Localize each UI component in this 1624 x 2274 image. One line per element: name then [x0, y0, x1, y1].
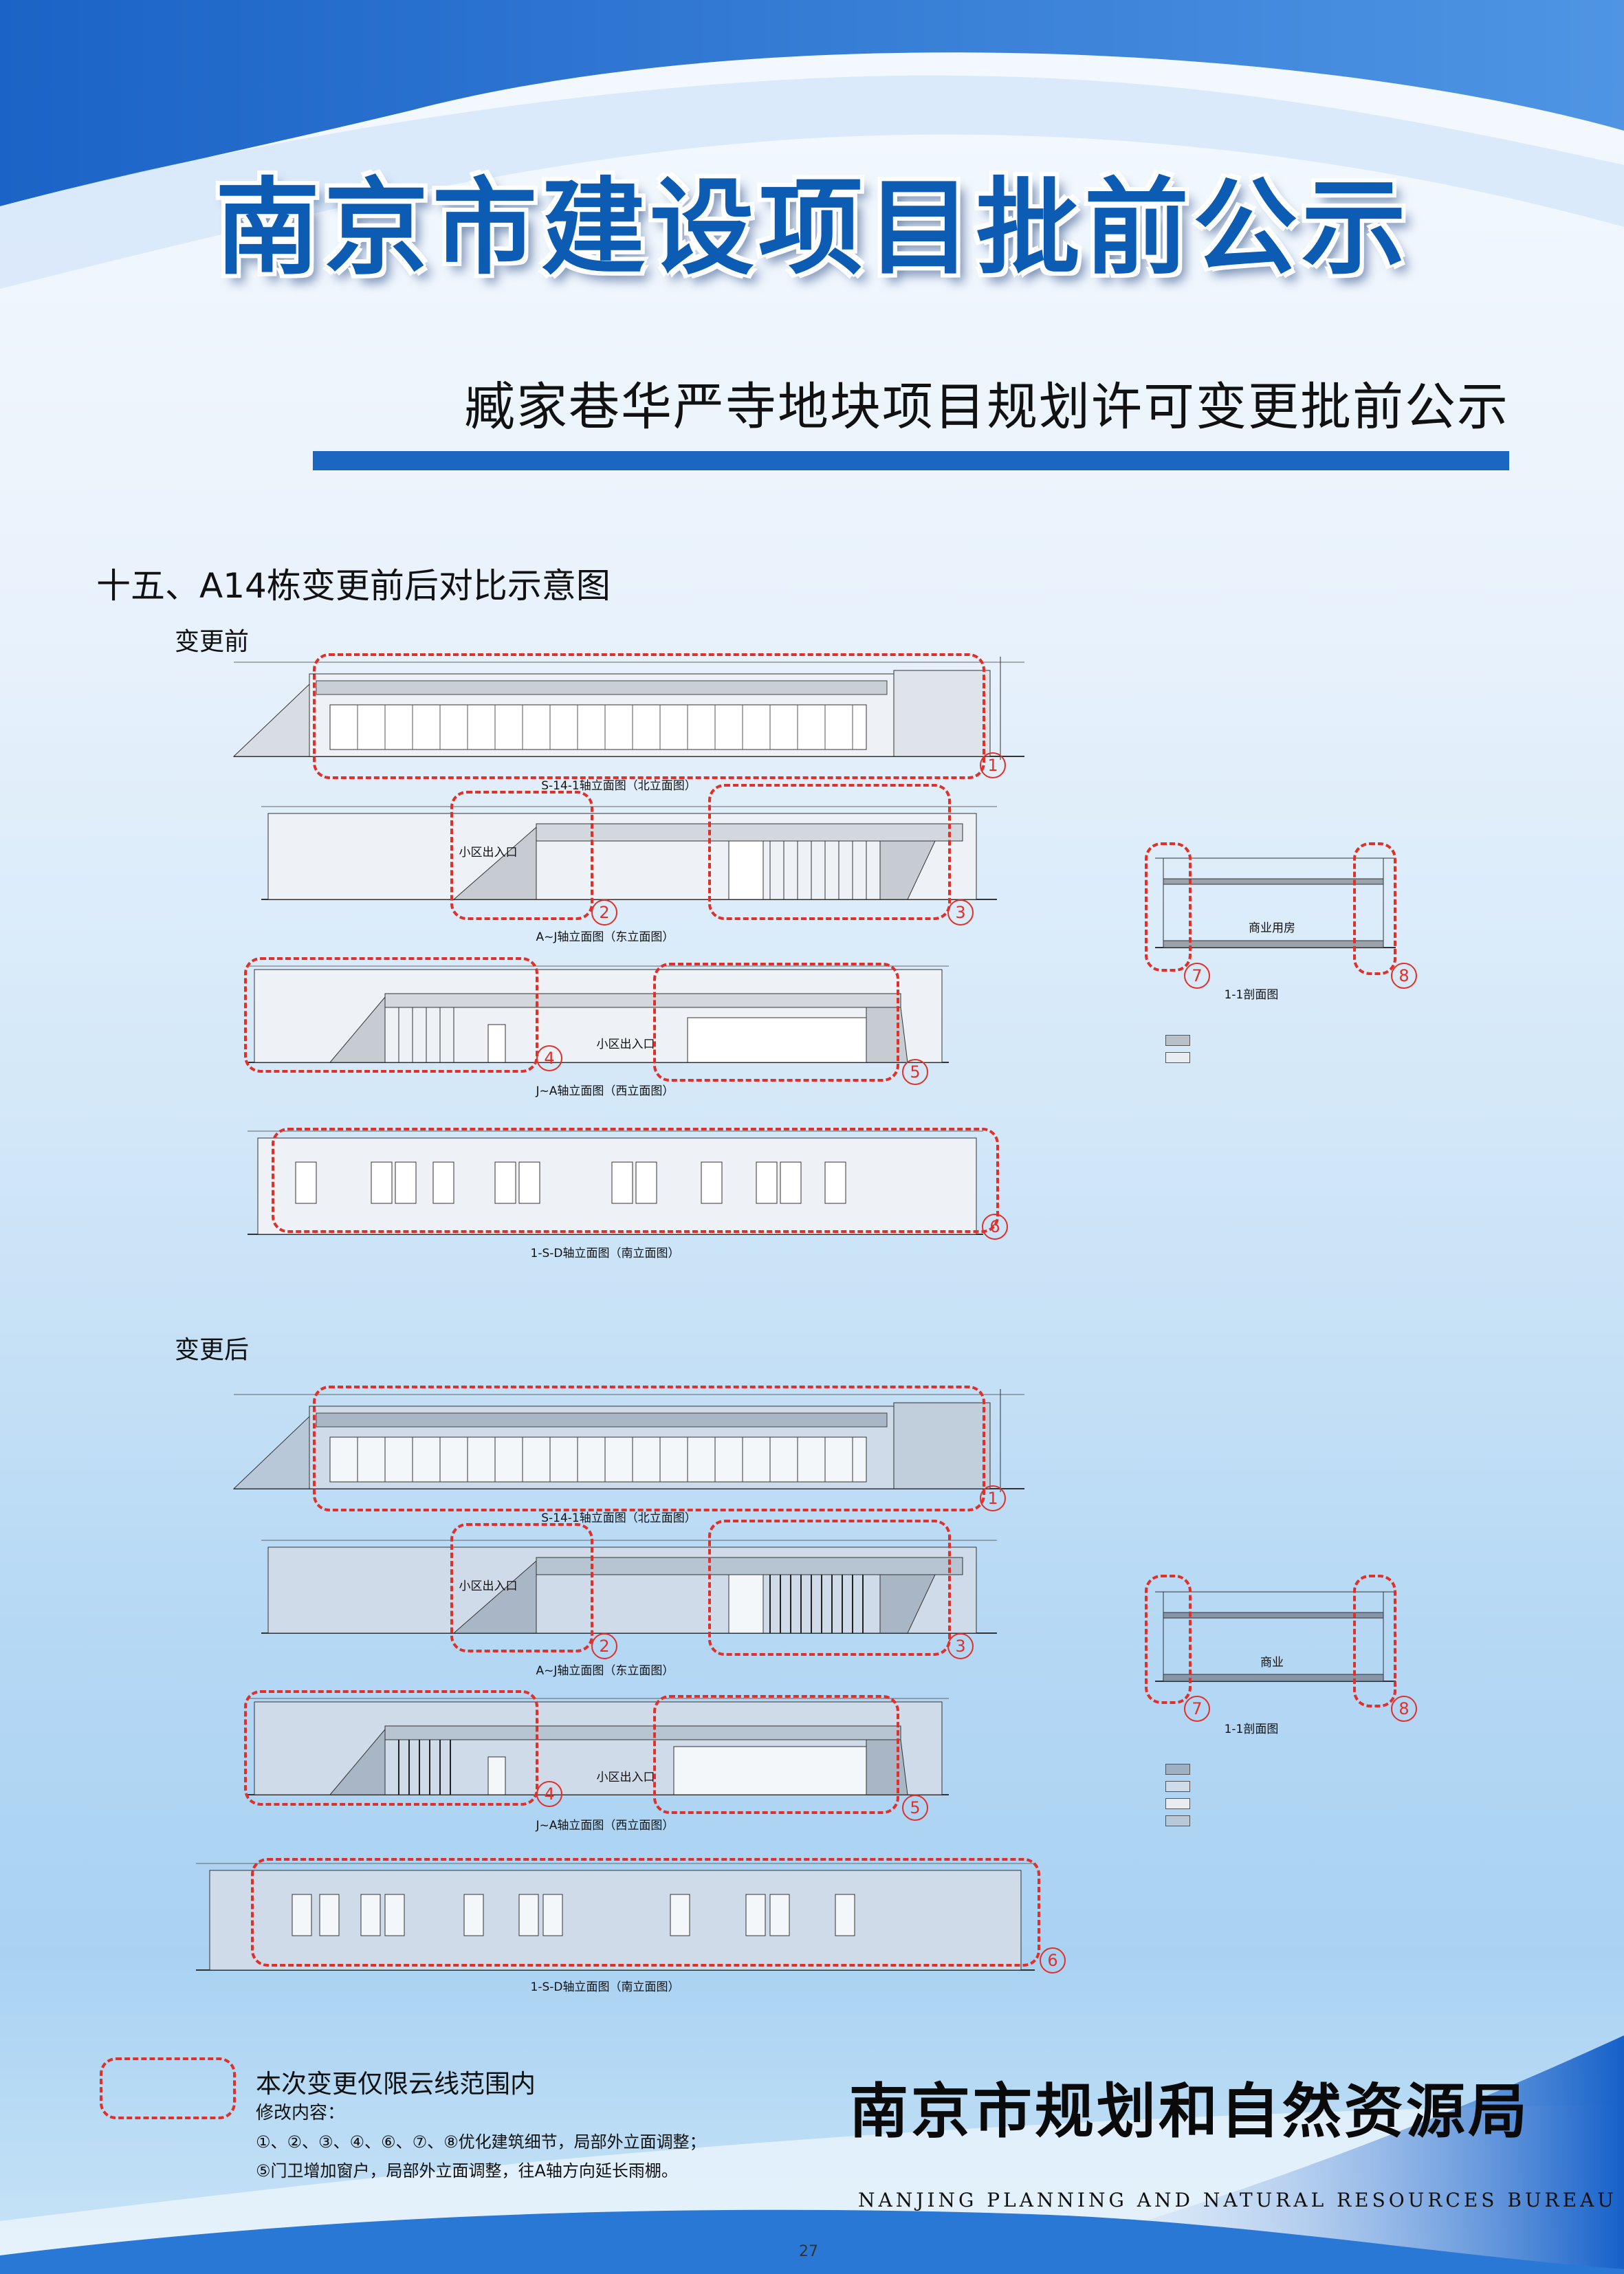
- east-elevation-before: [261, 806, 997, 900]
- south-elevation-caption-after: 1-S-D轴立面图（南立面图）: [530, 1980, 680, 1994]
- section-title: 十五、A14栋变更前后对比示意图: [96, 566, 611, 606]
- room-label-before: 商业用房: [1249, 921, 1295, 935]
- change-cloud-6-before: [272, 1128, 999, 1233]
- change-cloud-8-before: [1353, 842, 1396, 975]
- page-number: 27: [799, 2243, 818, 2260]
- note-line-2: ⑤门卫增加窗户，局部外立面调整，往A轴方向延长雨棚。: [256, 2161, 678, 2180]
- cloud-legend-sample: [100, 2057, 236, 2119]
- note-line-1: ①、②、③、④、⑥、⑦、⑧优化建筑细节，局部外立面调整；: [256, 2132, 706, 2152]
- section-caption-before: 1-1剖面图: [1224, 988, 1279, 1002]
- bureau-name-en: NANJING PLANNING AND NATURAL RESOURCES B…: [858, 2189, 1617, 2211]
- change-cloud-5-before: [653, 963, 899, 1082]
- note-title: 本次变更仅限云线范围内: [256, 2069, 536, 2099]
- subtitle-underline-bar: [313, 451, 1509, 470]
- south-elevation-caption-before: 1-S-D轴立面图（南立面图）: [530, 1247, 680, 1260]
- change-cloud-8-after: [1353, 1575, 1396, 1707]
- marker-8-before: 8: [1391, 963, 1417, 989]
- before-label: 变更前: [175, 628, 250, 656]
- marker-2-after: 2: [591, 1633, 617, 1659]
- north-elevation-after: [232, 1389, 1024, 1492]
- legend-row-after-3: [1165, 1798, 1197, 1809]
- project-subtitle: 臧家巷华严寺地块项目规划许可变更批前公示: [464, 378, 1509, 437]
- change-cloud-1-before: [313, 653, 985, 779]
- entrance-label-west-before: 小区出入口: [596, 1038, 655, 1051]
- legend-row-before-1: [1165, 1035, 1197, 1046]
- marker-5-before: 5: [902, 1059, 928, 1085]
- change-cloud-4-after: [244, 1690, 538, 1806]
- marker-2-before: 2: [591, 899, 617, 926]
- entrance-label-east-after: 小区出入口: [459, 1579, 518, 1593]
- south-elevation-before: [248, 1130, 983, 1235]
- west-elevation-caption-after: J~A轴立面图（西立面图）: [536, 1819, 674, 1833]
- east-elevation-caption-before: A~J轴立面图（东立面图）: [536, 930, 674, 944]
- marker-7-before: 7: [1184, 963, 1210, 989]
- marker-8-after: 8: [1391, 1696, 1417, 1722]
- bureau-name-cn: 南京市规划和自然资源局: [849, 2077, 1530, 2146]
- marker-6-after: 6: [1040, 1947, 1066, 1974]
- west-elevation-before: [248, 965, 949, 1063]
- marker-4-after: 4: [536, 1781, 562, 1807]
- change-cloud-3-before: [708, 784, 951, 920]
- marker-3-before: 3: [947, 899, 974, 926]
- change-cloud-6-after: [251, 1858, 1040, 1967]
- change-cloud-2-after: [450, 1523, 593, 1652]
- change-cloud-4-before: [244, 957, 538, 1073]
- west-elevation-caption-before: J~A轴立面图（西立面图）: [536, 1084, 674, 1098]
- east-elevation-after: [261, 1540, 997, 1634]
- change-cloud-2-before: [450, 791, 593, 920]
- north-elevation-caption-before: S-14-1轴立面图（北立面图）: [541, 779, 696, 793]
- change-cloud-7-before: [1145, 842, 1192, 972]
- change-cloud-7-after: [1145, 1575, 1192, 1704]
- legend-row-after-2: [1165, 1781, 1197, 1792]
- entrance-label-east-before: 小区出入口: [459, 846, 518, 860]
- marker-1-before: 1: [980, 752, 1006, 778]
- marker-4-before: 4: [536, 1045, 562, 1071]
- change-cloud-3-after: [708, 1520, 951, 1656]
- east-elevation-caption-after: A~J轴立面图（东立面图）: [536, 1664, 674, 1678]
- north-elevation-before: [232, 657, 1024, 760]
- note-subtitle: 修改内容：: [256, 2103, 346, 2123]
- room-label-after: 商业: [1260, 1656, 1284, 1670]
- north-elevation-caption-after: S-14-1轴立面图（北立面图）: [541, 1511, 696, 1525]
- page-title: 南京市建设项目批前公示: [215, 166, 1410, 289]
- section-caption-after: 1-1剖面图: [1224, 1723, 1279, 1736]
- marker-7-after: 7: [1184, 1696, 1210, 1722]
- marker-5-after: 5: [902, 1795, 928, 1821]
- south-elevation-after: [196, 1863, 1035, 1971]
- legend-row-after-4: [1165, 1815, 1197, 1826]
- after-label: 变更后: [175, 1336, 250, 1364]
- legend-row-after-1: [1165, 1764, 1197, 1775]
- marker-3-after: 3: [947, 1633, 974, 1659]
- west-elevation-after: [248, 1698, 949, 1795]
- marker-6-before: 6: [982, 1214, 1008, 1240]
- legend-row-before-2: [1165, 1052, 1197, 1063]
- change-cloud-1-after: [313, 1386, 985, 1511]
- marker-1-after: 1: [980, 1485, 1006, 1511]
- change-cloud-5-after: [653, 1695, 899, 1814]
- entrance-label-west-after: 小区出入口: [596, 1771, 655, 1784]
